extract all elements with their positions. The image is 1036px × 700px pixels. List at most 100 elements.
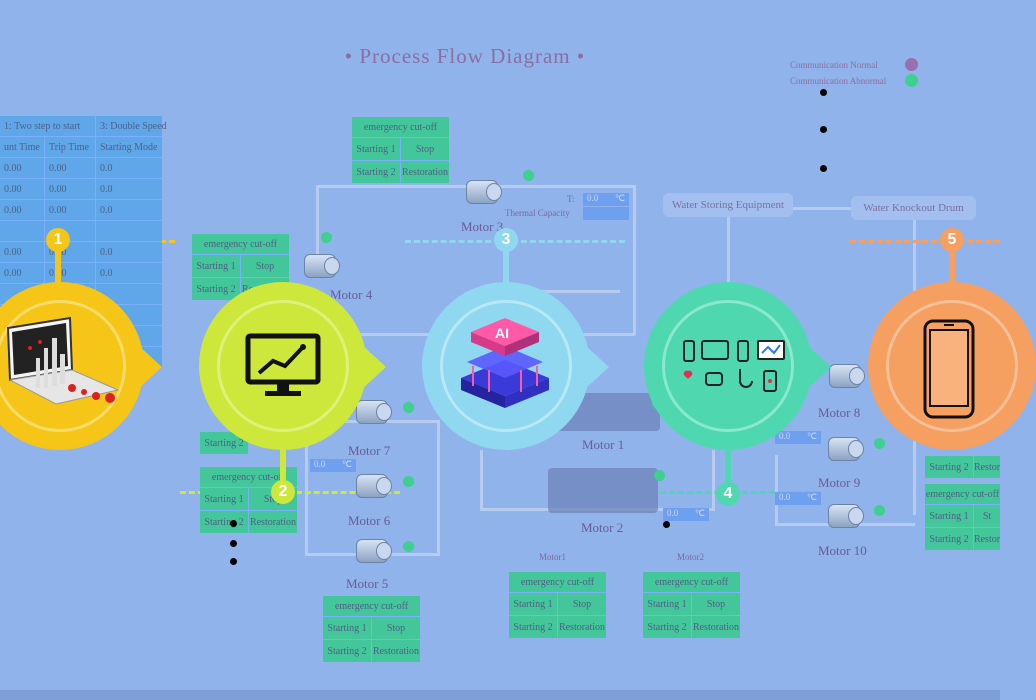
table-cell <box>96 221 162 241</box>
status-dot <box>230 558 237 565</box>
readout-value: 0.0 <box>587 193 599 203</box>
step-2-badge: 2 <box>271 480 295 504</box>
comm-status-dot <box>403 402 414 413</box>
table-cell: 0.00 <box>0 158 44 178</box>
stop-button[interactable]: Stop <box>372 617 420 639</box>
starting-2-button[interactable]: Starting 2 <box>925 528 973 550</box>
motor-8-icon[interactable] <box>825 360 865 390</box>
table-subheader: Starting Mode <box>96 137 162 157</box>
starting-2-button[interactable]: Starting 2 <box>509 616 557 638</box>
step-3-inner-ring <box>440 300 572 432</box>
table-cell: 0.00 <box>0 179 44 199</box>
step-3-stem <box>503 250 509 286</box>
readout-value: 0.0 <box>779 431 791 441</box>
step-1-badge: 1 <box>46 228 70 252</box>
starting-1-button[interactable]: Starting 1 <box>192 255 240 277</box>
control-panel-right: emergency cut-off Starting 1 St Starting… <box>925 484 1000 550</box>
step-1-arrow <box>138 345 162 389</box>
motor6-readout: 0.0℃ <box>310 459 356 472</box>
pipe <box>727 215 730 335</box>
motor-3-icon[interactable] <box>462 176 502 206</box>
readout-unit: ℃ <box>806 431 817 441</box>
starting-1-button[interactable]: Starting 1 <box>925 505 973 527</box>
table-cell: 0.00 <box>45 179 95 199</box>
restoration-button[interactable]: Restoration <box>401 161 449 183</box>
motor-8-label: Motor 8 <box>818 405 861 420</box>
motor-4-label: Motor 4 <box>330 287 373 302</box>
starting-2-button[interactable]: Starting 2 <box>643 616 691 638</box>
emergency-cutoff-button[interactable]: emergency cut-off <box>925 484 1000 504</box>
water-knockout-drum[interactable]: Water Knockout Drum <box>851 196 976 220</box>
table-cell: 0.00 <box>45 158 95 178</box>
control-panel-motor7-partial: Starting 2 <box>200 432 248 454</box>
motor-2-engine-icon[interactable] <box>548 468 658 513</box>
stop-button[interactable]: Stop <box>558 593 606 615</box>
starting-2-button[interactable]: Starting 2 <box>323 640 371 662</box>
restoration-button[interactable]: Restor <box>974 528 1000 550</box>
motor2-readout: 0.0℃ <box>663 508 709 521</box>
stop-button[interactable]: Stop <box>241 255 289 277</box>
pipe <box>480 290 620 293</box>
step-5-stem <box>949 250 955 286</box>
step-1-inner-ring <box>0 300 126 432</box>
stop-button[interactable]: Stop <box>692 593 740 615</box>
starting-2-button[interactable]: Starting 2 <box>192 278 240 300</box>
emergency-cutoff-button[interactable]: emergency cut-off <box>352 117 449 137</box>
motor-4-icon[interactable] <box>300 250 340 280</box>
restoration-button[interactable]: Restoration <box>692 616 740 638</box>
emergency-cutoff-button[interactable]: emergency cut-off <box>200 467 297 487</box>
thermal-readout-2 <box>583 207 629 220</box>
comm-status-dot <box>874 438 885 449</box>
starting-1-button[interactable]: Starting 1 <box>352 138 400 160</box>
starting-2-button[interactable]: Starting 2 <box>200 511 248 533</box>
restoration-button[interactable]: Restoration <box>558 616 606 638</box>
step-2-inner-ring <box>217 300 349 432</box>
motor-7-icon[interactable] <box>352 396 392 426</box>
motor-5-icon[interactable] <box>352 535 392 565</box>
restoration-button[interactable]: Restoration <box>372 640 420 662</box>
water-storing-equipment[interactable]: Water Storing Equipment <box>663 193 793 217</box>
status-dot <box>230 520 237 527</box>
starting-2-button[interactable]: Starting 2 <box>200 432 248 454</box>
step-4-stem <box>725 448 731 490</box>
comm-status-dot <box>874 505 885 516</box>
bottom-scroll-bar[interactable] <box>0 690 1000 700</box>
starting-1-button[interactable]: Starting 1 <box>200 488 248 510</box>
emergency-cutoff-button[interactable]: emergency cut-off <box>643 572 740 592</box>
table-header: 1: Two step to start <box>0 116 95 136</box>
starting-2-button[interactable]: Starting 2 <box>925 456 973 478</box>
readout-unit: ℃ <box>614 193 625 203</box>
table-cell: 0.0 <box>96 158 162 178</box>
motor-10-icon[interactable] <box>824 500 864 530</box>
starting-1-button[interactable]: Starting 1 <box>509 593 557 615</box>
table-cell: 0.0 <box>96 263 162 283</box>
restoration-button[interactable]: Restoration <box>249 511 297 533</box>
smartphone-icon <box>922 318 976 420</box>
comm-status-dot <box>321 232 332 243</box>
emergency-cutoff-button[interactable]: emergency cut-off <box>323 596 420 616</box>
motor-2-label: Motor 2 <box>581 520 624 535</box>
emergency-cutoff-button[interactable]: emergency cut-off <box>509 572 606 592</box>
readout-unit: ℃ <box>341 459 352 469</box>
restoration-button[interactable]: Restor <box>974 456 1000 478</box>
motor-9-icon[interactable] <box>824 433 864 463</box>
starting-1-button[interactable]: Starting 1 <box>323 617 371 639</box>
starting-2-button[interactable]: Starting 2 <box>352 161 400 183</box>
laptop-chart-icon <box>0 316 120 410</box>
comm-status-dot <box>403 476 414 487</box>
emergency-cutoff-button[interactable]: emergency cut-off <box>192 234 289 254</box>
stop-button[interactable]: St <box>974 505 1000 527</box>
comm-status-dot <box>523 170 534 181</box>
starting-1-button[interactable]: Starting 1 <box>643 593 691 615</box>
pipe <box>316 185 319 255</box>
flow-dash-4 <box>660 491 820 494</box>
motor-6-icon[interactable] <box>352 470 392 500</box>
control-panel-motor2: emergency cut-off Starting 1 Stop Starti… <box>643 572 740 638</box>
motor-10-label: Motor 10 <box>818 543 867 558</box>
pipe <box>480 450 483 510</box>
stop-button[interactable]: Stop <box>401 138 449 160</box>
status-dot <box>820 89 827 96</box>
table-header: 3: Double Speed <box>96 116 167 136</box>
motor10-readout: 0.0℃ <box>775 492 821 505</box>
table-cell: 0.0 <box>96 200 162 220</box>
